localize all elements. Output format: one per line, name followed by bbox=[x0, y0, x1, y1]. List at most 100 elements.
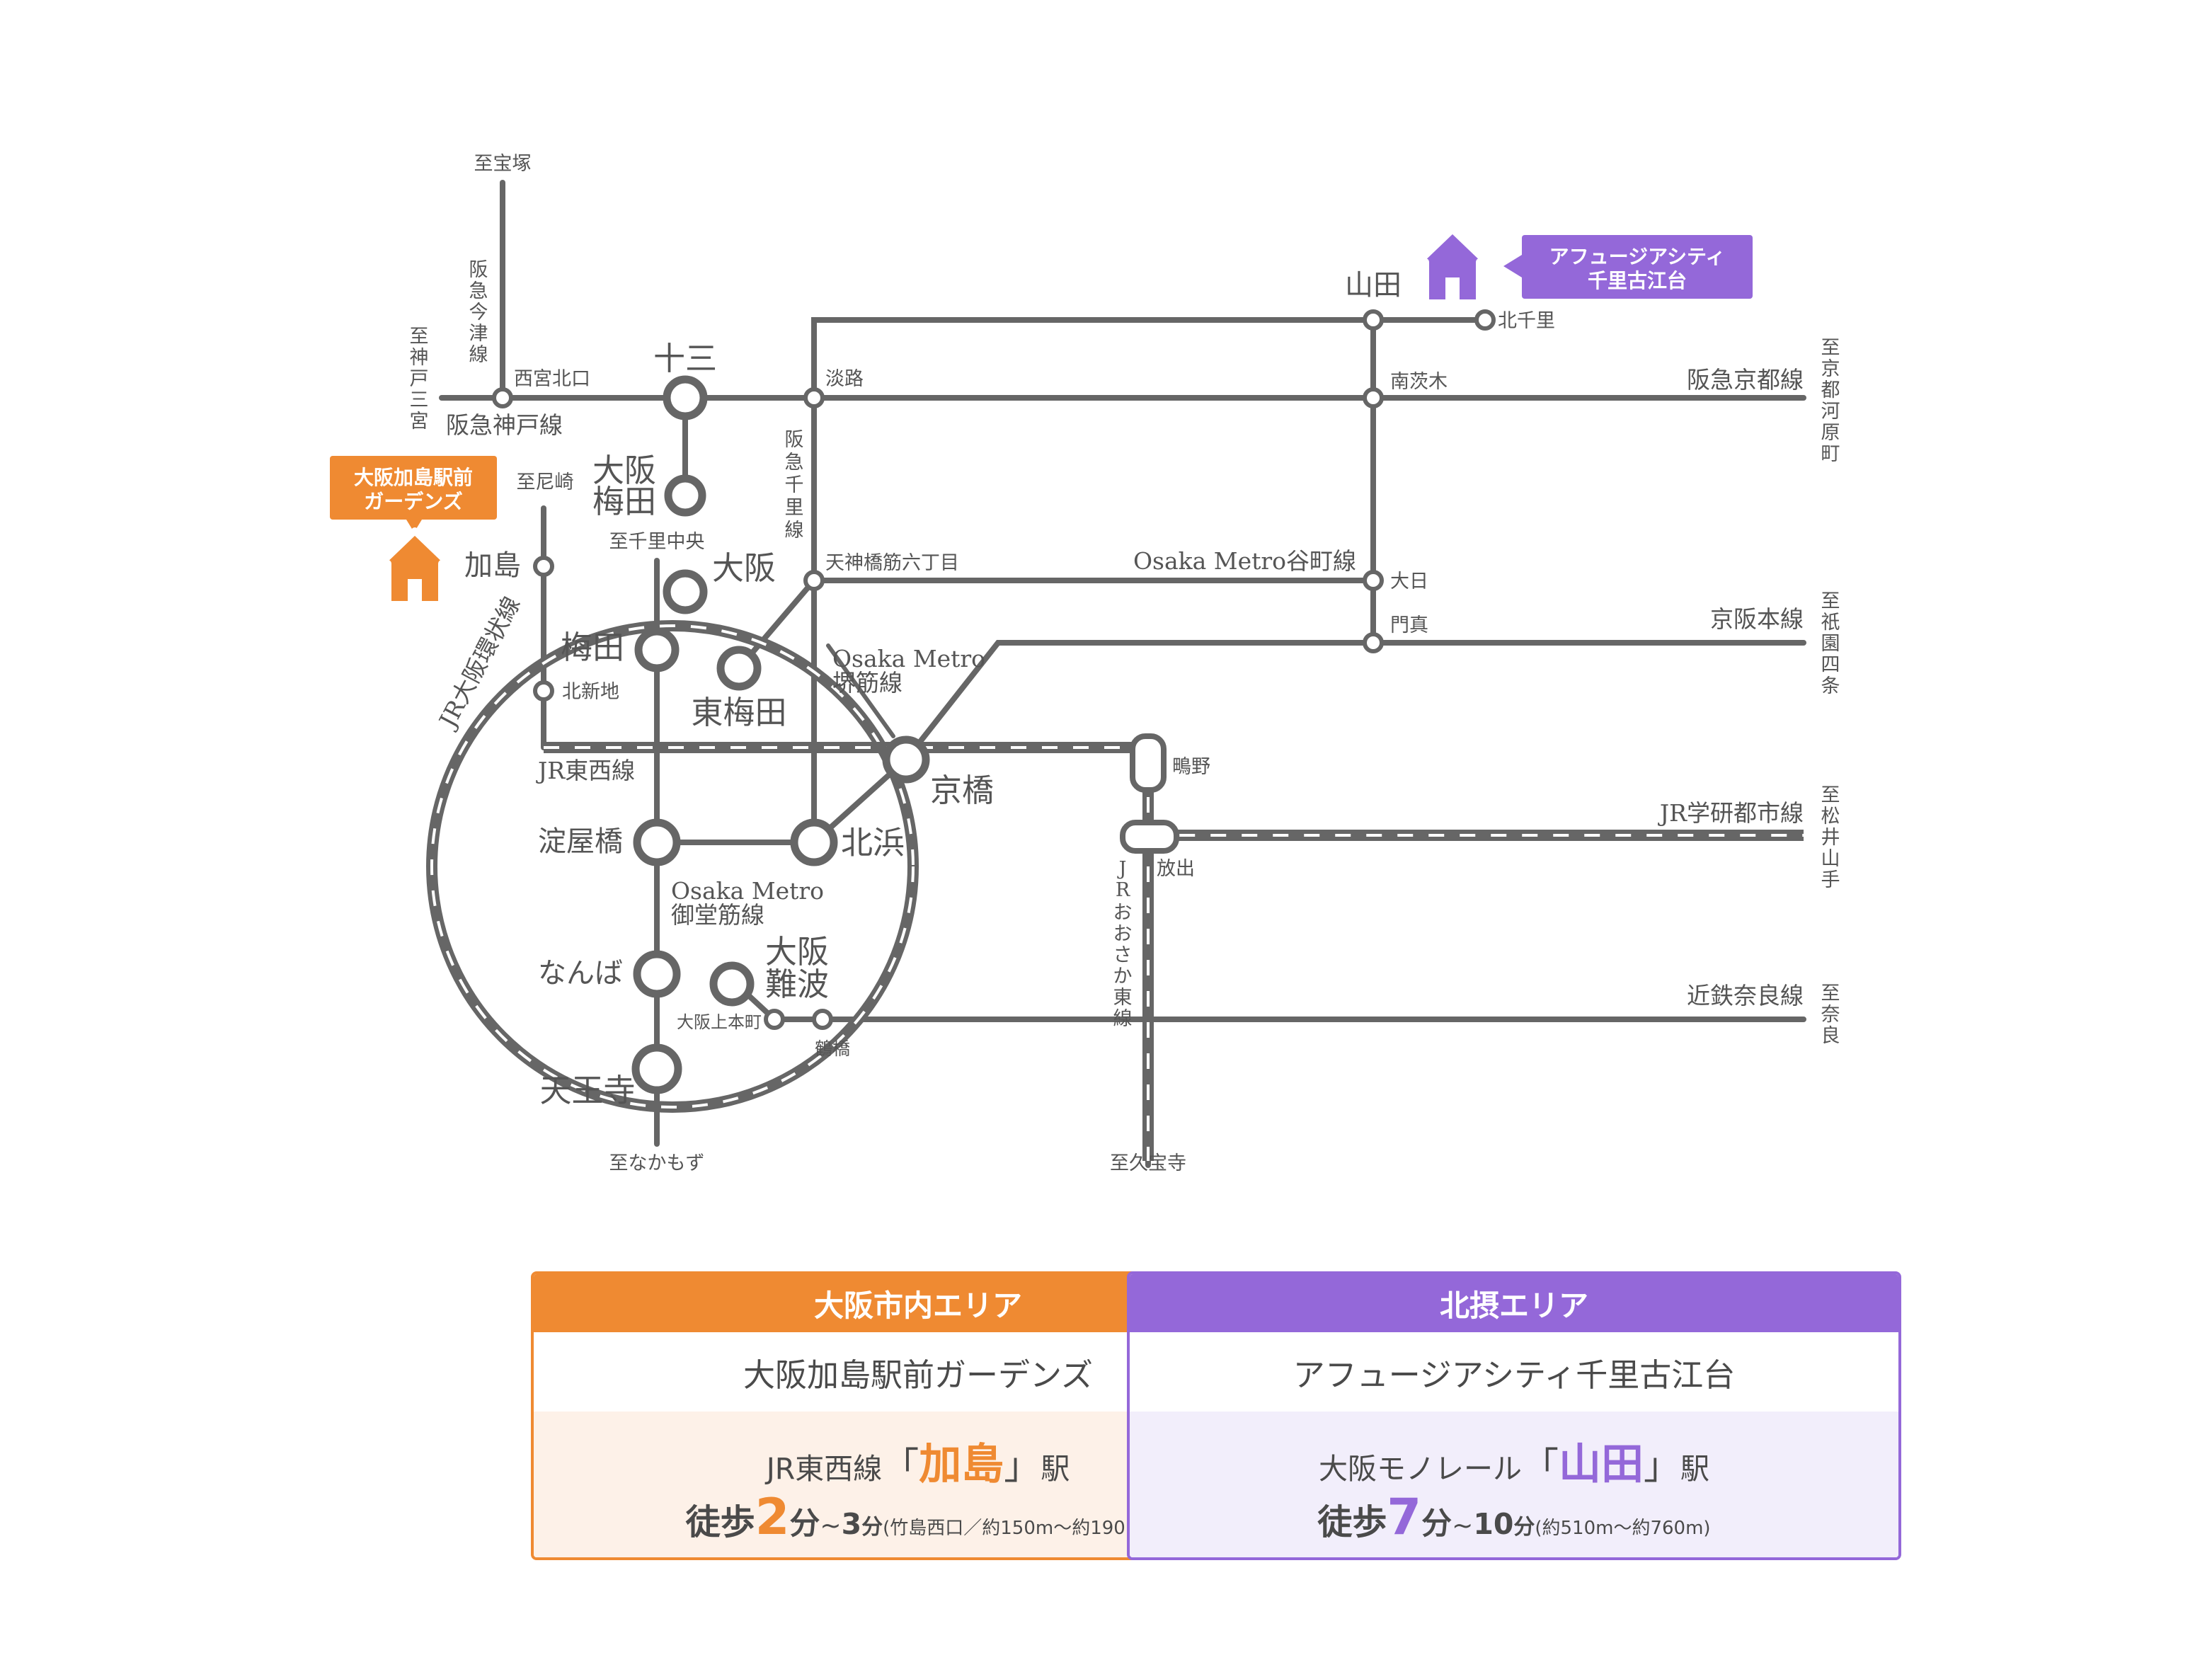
label-tanimachi: Osaka Metro谷町線 bbox=[1133, 547, 1356, 575]
svg-text:祇: 祇 bbox=[1821, 612, 1840, 634]
label-shigino: 鴫野 bbox=[1172, 756, 1210, 778]
svg-text:線: 線 bbox=[785, 520, 804, 542]
label-tennoji: 天王寺 bbox=[539, 1072, 635, 1109]
svg-text:京: 京 bbox=[1821, 358, 1840, 380]
area-card-hokusetsu: 北摂エリア アフュージアシティ千里古江台 大阪モノレール「山田」駅 徒歩7分~1… bbox=[1127, 1271, 1901, 1560]
svg-text:戸: 戸 bbox=[410, 368, 429, 390]
label-jr-tozai: JR東西線 bbox=[536, 757, 635, 784]
station-kadoma[interactable] bbox=[1363, 632, 1384, 653]
station-tennoji[interactable] bbox=[631, 1043, 682, 1094]
label-midosuji-1: Osaka Metro bbox=[671, 877, 824, 905]
station-namba[interactable] bbox=[633, 950, 681, 998]
svg-text:良: 良 bbox=[1821, 1025, 1840, 1047]
svg-text:阪: 阪 bbox=[469, 259, 488, 281]
label-hankyu-kyoto: 阪急京都線 bbox=[1687, 366, 1804, 394]
major-stations bbox=[631, 375, 930, 1094]
label-kita-senri: 北千里 bbox=[1498, 310, 1555, 332]
property-callout-yamada bbox=[1522, 235, 1753, 299]
station-higashi-umeda[interactable] bbox=[716, 646, 762, 691]
label-kitashinchi: 北新地 bbox=[562, 681, 619, 703]
access-station: 加島 bbox=[919, 1440, 1004, 1489]
label-hanaten: 放出 bbox=[1157, 858, 1195, 880]
line-keihan bbox=[903, 640, 1806, 762]
label-osaka-umeda-1: 大阪 bbox=[592, 452, 656, 489]
station-osaka-uehommachi[interactable] bbox=[764, 1009, 785, 1030]
station-osaka[interactable] bbox=[663, 569, 708, 614]
svg-text:東: 東 bbox=[1113, 987, 1133, 1009]
station-umeda[interactable] bbox=[634, 627, 680, 672]
station-nishinomiya-kitaguchi[interactable] bbox=[492, 387, 513, 408]
property-label-kashima-2: ガーデンズ bbox=[364, 490, 462, 513]
station-shigino[interactable] bbox=[1130, 733, 1167, 793]
dest-gion-shijo: 至 祇 園 四 条 bbox=[1821, 590, 1840, 697]
station-kita-senri[interactable] bbox=[1474, 309, 1496, 331]
minor-stations bbox=[492, 309, 1496, 1030]
access-info: 大阪モノレール「山田」駅 徒歩7分~10分(約510m～約760m) bbox=[1130, 1412, 1898, 1557]
svg-text:宮: 宮 bbox=[410, 411, 429, 433]
walk-note: (約510m～約760m) bbox=[1535, 1518, 1711, 1539]
svg-text:至: 至 bbox=[410, 326, 429, 348]
dest-nara: 至 奈 良 bbox=[1821, 983, 1840, 1047]
label-midosuji-2: 御堂筋線 bbox=[671, 901, 764, 929]
station-hanaten[interactable] bbox=[1120, 820, 1179, 854]
label-osaka: 大阪 bbox=[712, 549, 776, 587]
svg-text:四: 四 bbox=[1821, 654, 1840, 676]
svg-text:急: 急 bbox=[469, 280, 488, 302]
svg-text:さ: さ bbox=[1113, 944, 1133, 966]
property-marker-kashima[interactable]: 大阪加島駅前 ガーデンズ bbox=[330, 456, 497, 605]
label-osaka-uehommachi: 大阪上本町 bbox=[677, 1012, 762, 1032]
svg-text:手: 手 bbox=[1821, 869, 1840, 891]
label-hankyu-senri: 阪 急 千 里 線 bbox=[785, 429, 804, 542]
svg-text:R: R bbox=[1116, 879, 1130, 901]
station-tsuruhashi[interactable] bbox=[812, 1009, 833, 1030]
station-kashima[interactable] bbox=[533, 556, 554, 577]
label-sakaisuji-1: Osaka Metro bbox=[832, 645, 985, 672]
area-card-header: 北摂エリア bbox=[1130, 1274, 1898, 1332]
property-callout-kashima bbox=[330, 456, 497, 520]
route-map: 大阪加島駅前 ガーデンズ アフュージアシティ 千里古江台 十三 大阪 梅田 大阪… bbox=[330, 153, 1840, 1174]
label-hankyu-kobe: 阪急神戸線 bbox=[446, 411, 563, 439]
svg-text:条: 条 bbox=[1821, 675, 1840, 697]
access-line: 大阪モノレール「山田」駅 bbox=[1318, 1440, 1710, 1489]
station-tenjimbashisuji[interactable] bbox=[803, 570, 825, 591]
property-label-yamada-1: アフュージアシティ bbox=[1549, 245, 1726, 268]
svg-text:線: 線 bbox=[469, 344, 488, 366]
label-yodoyabashi: 淀屋橋 bbox=[538, 825, 623, 858]
access-station: 山田 bbox=[1559, 1440, 1644, 1489]
property-marker-yamada[interactable]: アフュージアシティ 千里古江台 bbox=[1419, 229, 1753, 303]
station-kitashinchi[interactable] bbox=[533, 680, 554, 702]
station-juso[interactable] bbox=[663, 375, 708, 420]
station-yamada[interactable] bbox=[1363, 309, 1384, 331]
svg-text:今: 今 bbox=[469, 302, 488, 323]
svg-text:里: 里 bbox=[785, 497, 804, 519]
station-kyobashi[interactable] bbox=[882, 735, 930, 784]
dest-matsuiyamate: 至 松 井 山 手 bbox=[1821, 784, 1840, 891]
station-kitahama[interactable] bbox=[790, 818, 838, 866]
walk-note: (竹島西口／約150m～約190m) bbox=[883, 1518, 1151, 1539]
label-osaka-namba-1: 大阪 bbox=[765, 933, 829, 970]
house-icon bbox=[1419, 229, 1486, 303]
label-osaka-umeda-2: 梅田 bbox=[592, 483, 656, 520]
station-osaka-namba[interactable] bbox=[709, 961, 755, 1007]
station-osaka-umeda[interactable] bbox=[664, 474, 706, 517]
svg-text:山: 山 bbox=[1821, 848, 1840, 870]
label-kashima: 加島 bbox=[464, 549, 521, 582]
label-higashi-umeda: 東梅田 bbox=[691, 694, 786, 731]
svg-text:至: 至 bbox=[1821, 337, 1840, 359]
property-label-yamada-2: 千里古江台 bbox=[1588, 269, 1687, 292]
label-jr-gakkentoshi: JR学研都市線 bbox=[1658, 799, 1804, 827]
station-minami-ibaraki[interactable] bbox=[1363, 387, 1384, 408]
svg-text:三: 三 bbox=[410, 389, 429, 411]
station-yodoyabashi[interactable] bbox=[633, 818, 681, 866]
svg-text:阪: 阪 bbox=[785, 429, 804, 451]
label-juso: 十三 bbox=[653, 340, 717, 377]
property-name: アフュージアシティ千里古江台 bbox=[1130, 1332, 1898, 1412]
svg-text:町: 町 bbox=[1821, 443, 1840, 465]
svg-text:津: 津 bbox=[469, 323, 488, 345]
svg-text:お: お bbox=[1113, 902, 1133, 924]
station-dainichi[interactable] bbox=[1363, 570, 1384, 591]
label-nishinomiya-kitaguchi: 西宮北口 bbox=[514, 368, 590, 390]
station-awaji[interactable] bbox=[803, 387, 825, 408]
label-kadoma: 門真 bbox=[1390, 614, 1428, 636]
destination-labels: 至宝塚 至 神 戸 三 宮 至尼崎 至千里中央 至 京 都 河 原 町 至 祇 … bbox=[410, 153, 1840, 1174]
